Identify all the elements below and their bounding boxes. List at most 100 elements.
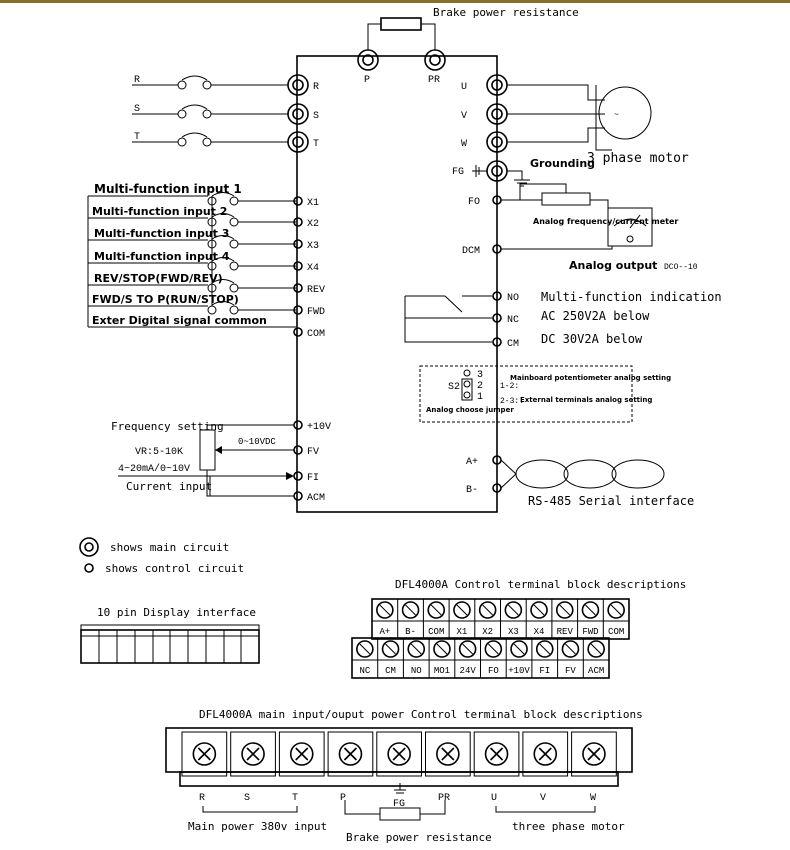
- input-4-label: Multi-function input 4: [94, 250, 230, 263]
- ground-icon: [514, 179, 530, 187]
- input-1-label: Multi-function input 1: [94, 182, 242, 196]
- ctrl-row2-screw-4: [458, 640, 477, 658]
- terminal-u-label: U: [461, 82, 467, 93]
- terminal-r-label: R: [313, 82, 319, 93]
- ctrl-row1-screw-7: [555, 601, 574, 619]
- vdc-label: 0~10VDC: [238, 437, 276, 447]
- ctrl-row2-label-3: MO1: [434, 666, 450, 676]
- ctrl-row2-screw-5: [484, 640, 503, 658]
- terminal-x4-label: X4: [307, 263, 319, 274]
- ctrl-row2-label-7: FI: [539, 666, 550, 676]
- terminal-pr: [424, 49, 446, 71]
- terminal-a-plus-label: A+: [466, 457, 478, 468]
- jumper-opt23-key: 2-3::: [500, 397, 524, 406]
- ctrl-row2-screw-9: [587, 640, 605, 658]
- meter-box: [607, 207, 653, 247]
- ctrl-row1-label-5: X3: [508, 627, 519, 637]
- ctrl-row1-screw-3: [453, 601, 471, 619]
- power-block-cells: [181, 731, 617, 777]
- power-label-r: R: [199, 793, 205, 804]
- jumper-opt12-key: 1-2:: [500, 382, 519, 391]
- input-rev-label: REV/STOP(FWD/REV): [94, 272, 223, 285]
- fg-label: FG: [452, 167, 464, 178]
- terminal-x1-label: X1: [307, 198, 319, 209]
- mains-inputs: R S T: [132, 75, 288, 147]
- terminal-cm: [492, 337, 502, 347]
- terminal-s: [287, 103, 309, 125]
- power-block-frame: [165, 727, 633, 787]
- ctrl-row1-label-8: FWD: [582, 627, 598, 637]
- brake-resistor: [380, 17, 422, 31]
- ctrl-row1-screw-4: [478, 601, 497, 619]
- terminal-fwd-label: FWD: [307, 307, 325, 318]
- terminal-r: [287, 74, 309, 96]
- ctrl-row2-screw-7: [535, 640, 554, 658]
- ctrl-row2-screw-2: [407, 640, 426, 658]
- display-connector: [80, 624, 260, 664]
- power-cell-7: [522, 731, 569, 777]
- power-label-p: P: [340, 793, 346, 804]
- ctrl-row1-label-4: X2: [482, 627, 493, 637]
- jumper-pin-1: 1: [477, 392, 483, 403]
- terminal-dcm: [492, 244, 502, 254]
- ctrl-row2-label-6: +10V: [508, 666, 530, 676]
- fo-label: FO: [468, 197, 480, 208]
- power-label-u: U: [491, 793, 497, 804]
- jumper-name: S2: [448, 382, 460, 393]
- jumper-box: [419, 365, 633, 423]
- analog-output-label: Analog output: [569, 259, 657, 272]
- terminal-no-label: NO: [507, 293, 519, 304]
- current-range-label: 4~20mA/0~10V: [118, 463, 190, 475]
- power-ground-icon: [394, 783, 406, 794]
- dc-rating-label: DC 30V2A below: [541, 332, 643, 346]
- twisted-pair-icon: [500, 459, 665, 489]
- meter-label: Analog frequency/current meter: [533, 217, 678, 226]
- jumper-opt23-text: External terminals analog setting: [520, 396, 652, 404]
- ctrl-row2-screw-1: [381, 640, 400, 658]
- mf-indication-label: Multi-function indication: [541, 290, 722, 304]
- power-cell-8: [571, 731, 617, 777]
- control-input-terminals: [293, 196, 303, 337]
- ctrl-row1-label-6: X4: [534, 627, 545, 637]
- terminal-p-label: P: [364, 75, 370, 86]
- ctrl-row2-label-4: 24V: [460, 666, 477, 676]
- input-wiring: [87, 192, 296, 328]
- jumper-pin-3: 3: [477, 370, 483, 381]
- jumper-opt12-text: Mainboard potentiometer analog setting: [510, 374, 671, 382]
- power-cell-1: [230, 731, 276, 777]
- ctrl-row2-screw-0: [356, 640, 374, 658]
- ctrl-row1-label-9: COM: [608, 627, 624, 637]
- jumper-pin-2: 2: [477, 381, 483, 392]
- ctrl-row1-screw-0: [376, 601, 394, 619]
- ctrl-row2-label-8: FV: [565, 666, 576, 676]
- power-fg-label: FG: [393, 799, 405, 810]
- terminal-s-label: S: [313, 111, 319, 122]
- terminal-fv-label: FV: [307, 447, 319, 458]
- ctrl-row2-label-1: CM: [385, 666, 396, 676]
- power-label-t: T: [292, 793, 298, 804]
- input-2-label: Multi-function input 2: [92, 205, 227, 218]
- vr-label: VR:5-10K: [135, 447, 183, 458]
- main-power-label: Main power 380v input: [188, 820, 327, 833]
- ctrl-row1-screw-6: [530, 601, 548, 619]
- power-cell-0: [181, 731, 228, 777]
- terminal-rev-label: REV: [307, 285, 325, 296]
- terminal-b-minus-label: B-: [466, 485, 478, 496]
- power-cell-5: [425, 731, 471, 777]
- ctrl-row1-label-2: COM: [428, 627, 444, 637]
- jumper-caption: Analog choose jumper: [426, 406, 514, 414]
- input-3-label: Multi-function input 3: [94, 227, 229, 240]
- motor-label: 3 phase motor: [587, 151, 689, 166]
- power-label-s: S: [244, 793, 250, 804]
- terminal-x2-label: X2: [307, 219, 319, 230]
- power-cell-4: [376, 731, 422, 777]
- terminal-t: [287, 131, 309, 153]
- terminal-fi-label: FI: [307, 473, 319, 484]
- analog-terminals: [293, 420, 303, 501]
- ctrl-row1-label-0: A+: [379, 627, 390, 637]
- terminal-v-label: V: [461, 111, 467, 122]
- terminal-no: [492, 291, 502, 301]
